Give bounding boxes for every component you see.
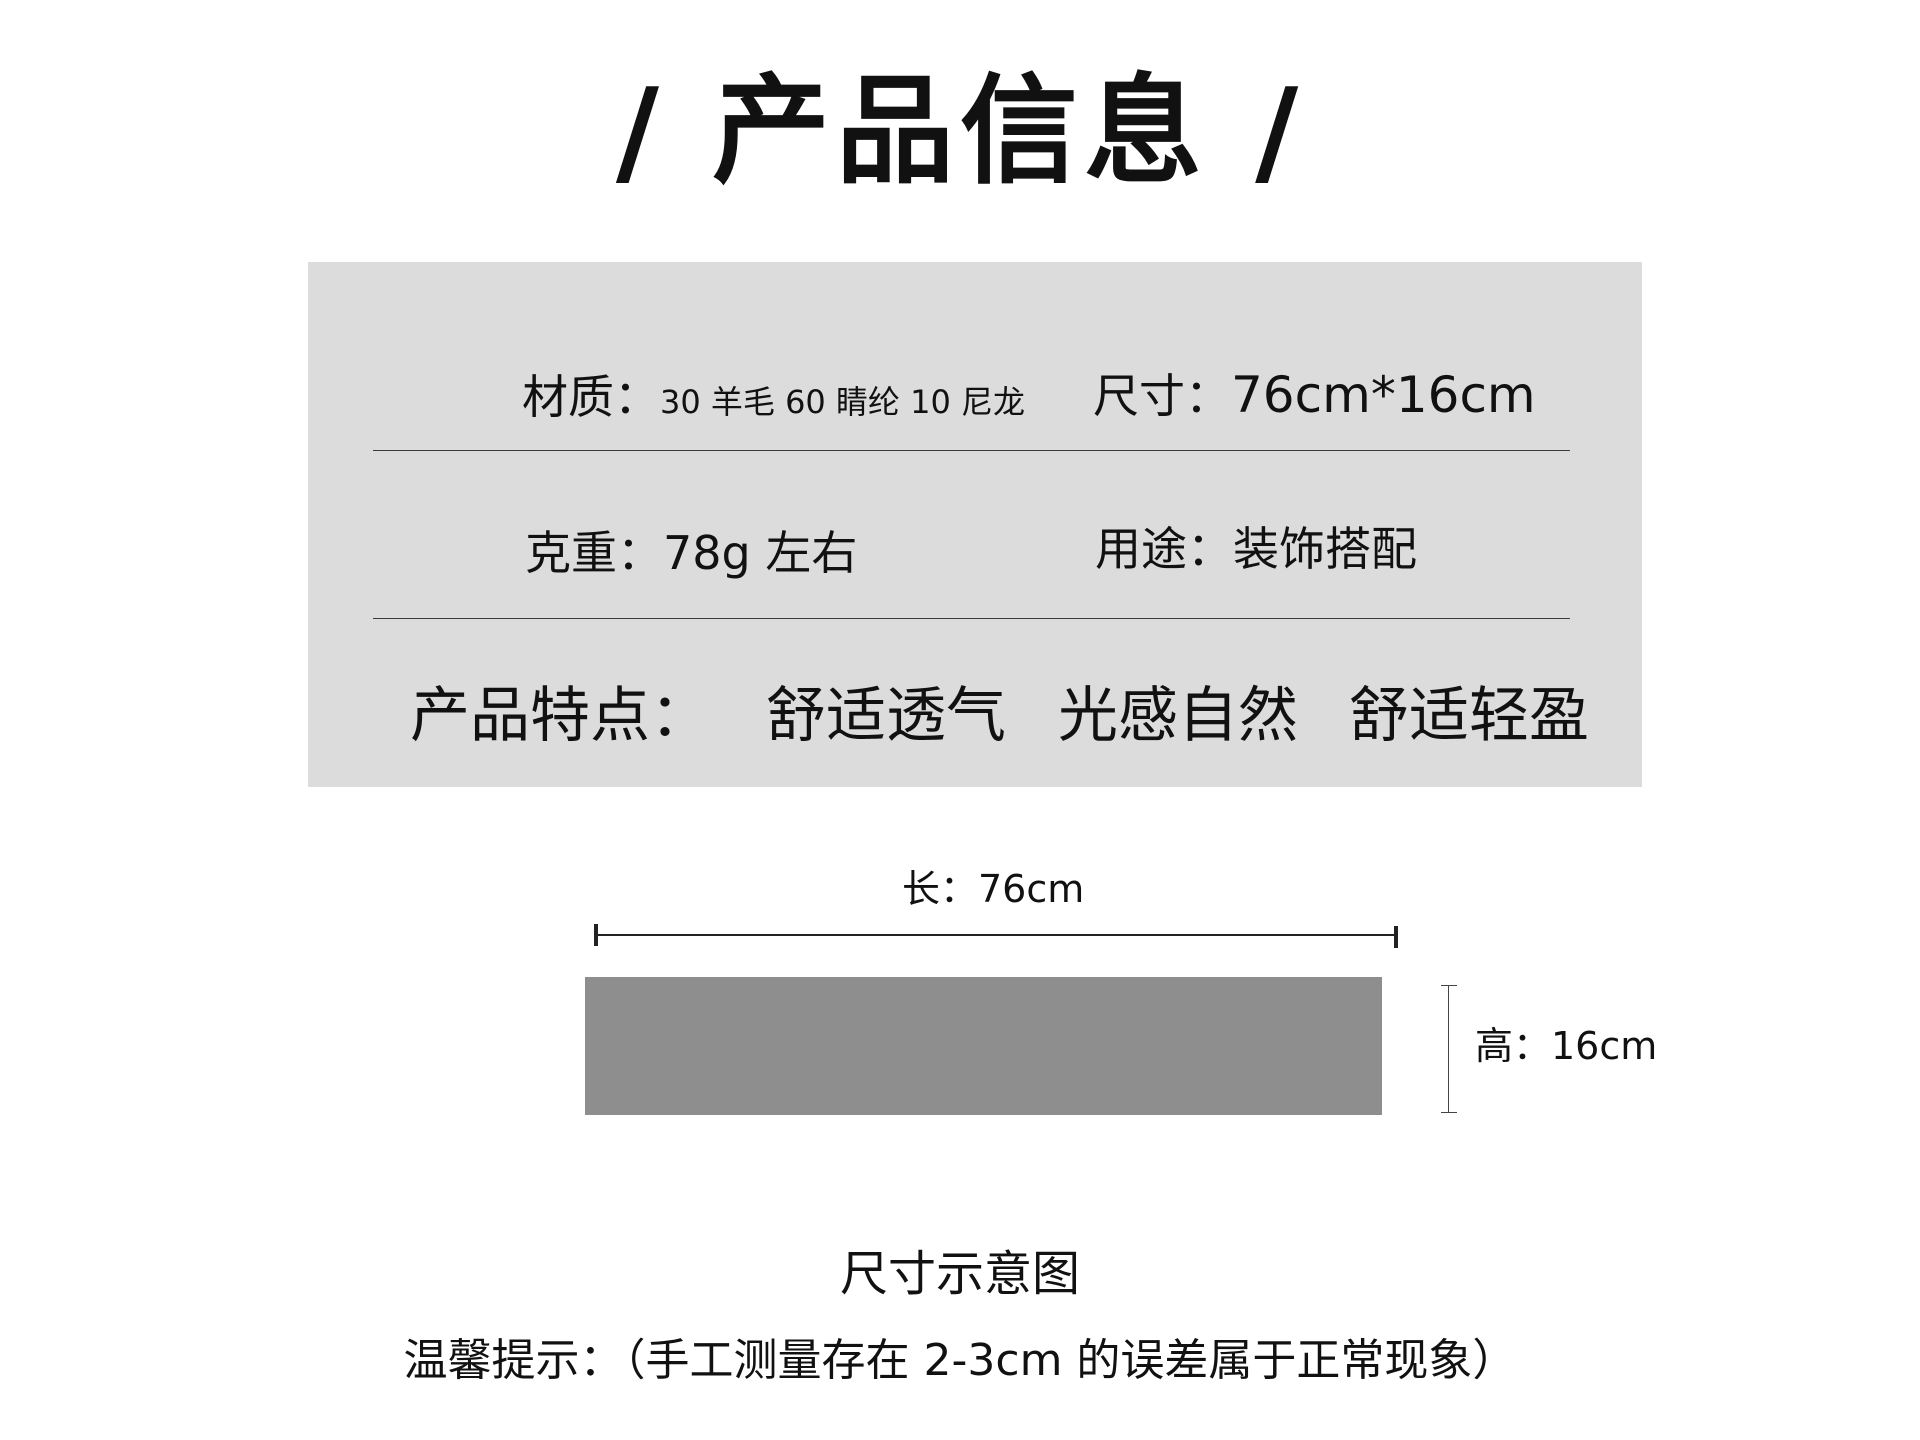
measurement-tip: 温馨提示：（手工测量存在 2-3cm 的误差属于正常现象） <box>403 1335 1517 1386</box>
usage-value: 装饰搭配 <box>1233 522 1417 576</box>
info-panel <box>308 262 1642 787</box>
material-label: 材质： <box>522 370 660 424</box>
row-divider <box>373 450 1570 451</box>
feature-item: 光感自然 <box>1058 681 1298 751</box>
page-title: / 产品信息 / <box>615 62 1305 200</box>
height-dimension-line <box>1448 985 1449 1113</box>
height-line-cap <box>1441 985 1457 986</box>
height-line-cap <box>1441 1112 1457 1113</box>
weight-row: 克重：78g 左右 <box>525 530 857 576</box>
material-row: 材质：30 羊毛 60 睛纶 10 尼龙 <box>522 374 1025 420</box>
length-line-cap <box>594 924 598 946</box>
weight-value: 78g 左右 <box>663 526 858 580</box>
material-value: 30 羊毛 60 睛纶 10 尼龙 <box>660 383 1026 421</box>
scarf-shape <box>585 977 1382 1115</box>
row-divider <box>373 618 1570 619</box>
usage-label: 用途： <box>1095 522 1233 576</box>
length-dimension-line <box>598 934 1398 936</box>
diagram-caption: 尺寸示意图 <box>839 1246 1080 1302</box>
size-value: 76cm*16cm <box>1231 366 1536 424</box>
size-label: 尺寸： <box>1093 369 1231 423</box>
height-label: 高：16cm <box>1475 1024 1658 1068</box>
weight-label: 克重： <box>525 526 663 580</box>
feature-item: 舒适轻盈 <box>1349 681 1589 751</box>
length-line-cap <box>1394 926 1398 948</box>
length-label: 长：76cm <box>902 867 1085 911</box>
features-label: 产品特点： <box>410 681 710 751</box>
usage-row: 用途：装饰搭配 <box>1095 526 1417 572</box>
size-row: 尺寸：76cm*16cm <box>1093 370 1536 420</box>
feature-item: 舒适透气 <box>766 681 1006 751</box>
